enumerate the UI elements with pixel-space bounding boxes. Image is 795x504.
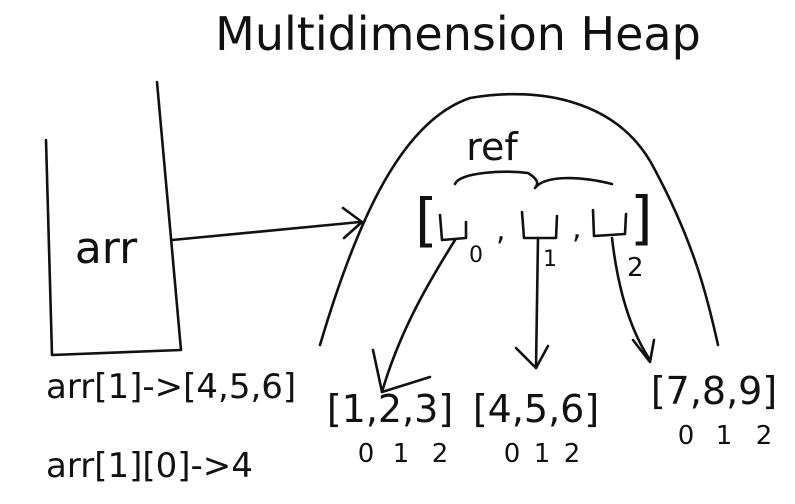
outer-array-close-bracket: ] bbox=[630, 184, 653, 252]
slot-0-arrowhead bbox=[371, 348, 432, 394]
slot-2-arrow bbox=[610, 236, 652, 362]
outer-array-index-0: 0 bbox=[469, 243, 483, 268]
outer-array-open-bracket: [ bbox=[415, 186, 438, 254]
stack-frame bbox=[44, 80, 183, 357]
note-arr-1-0: arr[1][0]->4 bbox=[46, 446, 253, 486]
inner-array-0: [1,2,3] bbox=[327, 387, 453, 431]
inner-array-2-index-0: 0 bbox=[678, 421, 695, 451]
outer-array-index-2: 2 bbox=[627, 253, 644, 283]
slot-1-arrowhead bbox=[514, 344, 550, 370]
inner-array-1: [4,5,6] bbox=[473, 387, 599, 431]
inner-array-0-index-2: 2 bbox=[432, 439, 449, 469]
inner-array-2: [7,8,9] bbox=[651, 369, 777, 413]
outer-array-slot-2 bbox=[591, 208, 628, 238]
slot-1-arrow bbox=[534, 236, 540, 370]
inner-array-2-index-2: 2 bbox=[756, 421, 773, 451]
inner-array-1-index-0: 0 bbox=[504, 439, 521, 469]
inner-array-2-index-1: 1 bbox=[716, 421, 733, 451]
ref-label: ref bbox=[466, 125, 519, 169]
outer-array-slot-0 bbox=[438, 213, 468, 242]
stack-variable-label: arr bbox=[75, 223, 138, 274]
inner-array-0-index-1: 1 bbox=[393, 439, 410, 469]
outer-array-slot-1 bbox=[520, 210, 559, 240]
outer-array-separator-2: , bbox=[572, 211, 582, 246]
outer-array-separator-1: , bbox=[496, 213, 506, 248]
inner-array-1-index-1: 1 bbox=[534, 439, 551, 469]
slot-2-arrowhead bbox=[631, 338, 656, 364]
heap-boundary bbox=[318, 92, 720, 347]
slot-0-arrow bbox=[380, 238, 457, 394]
inner-array-0-index-0: 0 bbox=[358, 439, 375, 469]
stack-to-heap-arrowhead bbox=[341, 206, 364, 240]
diagram-title: Multidimension Heap bbox=[215, 7, 701, 61]
outer-array-index-1: 1 bbox=[543, 247, 557, 272]
inner-array-1-index-2: 2 bbox=[564, 439, 581, 469]
stack-to-heap-arrow bbox=[170, 220, 362, 242]
note-arr-1: arr[1]->[4,5,6] bbox=[46, 367, 296, 407]
ref-brace bbox=[453, 170, 614, 190]
